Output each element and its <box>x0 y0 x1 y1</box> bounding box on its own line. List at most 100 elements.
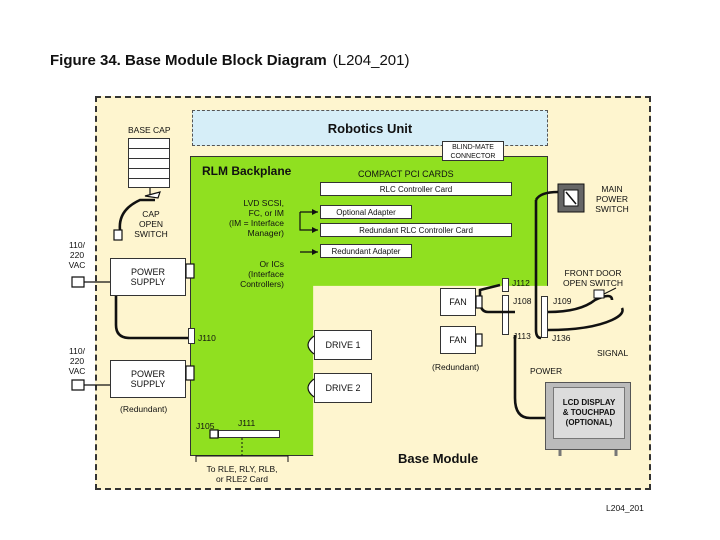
lcd-line-1: LCD DISPLAY <box>562 398 616 407</box>
power-label: POWER <box>530 366 563 376</box>
compact-pci-title: COMPACT PCI CARDS <box>358 169 454 179</box>
front-door-switch-icon <box>593 287 617 299</box>
mps-line-1: MAIN <box>601 184 623 194</box>
connector-j112 <box>502 278 509 292</box>
vac-label-1: 110/ 220 VAC <box>64 240 90 270</box>
front-door-switch-label: FRONT DOOR OPEN SWITCH <box>555 268 631 288</box>
j113-label: J113 <box>513 331 531 341</box>
front-door-cable <box>547 294 614 314</box>
drive-1-label: DRIVE 1 <box>325 340 361 350</box>
main-power-switch-icon <box>557 183 585 213</box>
fan-2-label: FAN <box>449 335 467 345</box>
backplane-title: RLM Backplane <box>202 164 292 178</box>
to-cards-line-1: To RLE, RLY, RLB, <box>206 464 278 474</box>
rlc-controller-card: RLC Controller Card <box>320 182 512 196</box>
or-ics-label: Or ICs (Interface Controllers) <box>214 259 284 289</box>
j136-label: J136 <box>552 333 571 343</box>
lvd-line-3: (IM = Interface <box>228 218 284 228</box>
signal-cable <box>547 307 624 332</box>
signal-label: SIGNAL <box>597 348 629 358</box>
fan-1-cable <box>478 283 515 314</box>
vac2-line-3: VAC <box>68 366 86 376</box>
redundant-fan-label: (Redundant) <box>432 362 480 372</box>
j110-label: J110 <box>198 333 216 343</box>
power-to-lcd-cable <box>513 335 545 420</box>
figure-code: (L204_201) <box>332 52 410 69</box>
j108-label: J108 <box>513 296 532 306</box>
rlc-controller-card-label: RLC Controller Card <box>379 184 453 194</box>
redundant-ps-label: (Redundant) <box>120 404 168 414</box>
plug-2-icon <box>71 379 85 391</box>
blind-mate-connector: BLIND-MATE CONNECTOR <box>442 141 504 161</box>
cap-switch-icon <box>144 191 161 199</box>
base-cap-grid <box>128 138 170 188</box>
connector-j110 <box>188 328 195 344</box>
redundant-adapter-label: Redundant Adapter <box>331 246 401 256</box>
vac-label-2: 110/ 220 VAC <box>64 346 90 376</box>
cap-switch-line-3: SWITCH <box>134 229 168 239</box>
redundant-rlc-label: Redundant RLC Controller Card <box>359 225 473 235</box>
mps-line-3: SWITCH <box>595 204 629 214</box>
redundant-rlc-controller-card: Redundant RLC Controller Card <box>320 223 512 237</box>
vac2-line-1: 110/ <box>69 346 85 356</box>
optional-adapter-label: Optional Adapter <box>336 207 396 217</box>
ps1-line-2: SUPPLY <box>130 277 166 287</box>
main-power-switch-label: MAIN POWER SWITCH <box>590 184 634 214</box>
main-switch-cable <box>534 200 542 340</box>
to-cards-bracket <box>195 455 289 462</box>
figure-title-text: Figure 34. Base Module Block Diagram <box>50 52 327 69</box>
ps2-line-2: SUPPLY <box>130 379 166 389</box>
robotics-unit: Robotics Unit <box>192 110 548 146</box>
drive-2-label: DRIVE 2 <box>325 383 361 393</box>
cap-switch-line-2: OPEN <box>138 219 164 229</box>
figure-title: Figure 34. Base Module Block Diagram (L20… <box>50 52 409 69</box>
drive-1: DRIVE 1 <box>314 330 372 360</box>
power-supply-1-cable <box>114 296 188 340</box>
arrow-redundant-rlc <box>299 212 318 233</box>
ps1-line-1: POWER <box>130 267 165 277</box>
footer-code: L204_201 <box>606 503 644 513</box>
blind-mate-line-2: CONNECTOR <box>450 153 496 160</box>
vac1-line-2: 220 <box>69 250 85 260</box>
j112-label: J112 <box>512 278 530 288</box>
vac2-line-2: 220 <box>69 356 85 366</box>
j105-label: J105 <box>196 421 215 431</box>
ps2-line-1: POWER <box>130 369 165 379</box>
fan-1-label: FAN <box>449 297 467 307</box>
fds-line-2: OPEN SWITCH <box>563 278 623 288</box>
fds-line-1: FRONT DOOR <box>564 268 622 278</box>
plug-1-icon <box>71 276 85 288</box>
lvd-line-2: FC, or IM <box>248 208 284 218</box>
to-cards-line-2: or RLE2 Card <box>216 474 268 484</box>
robotics-unit-label: Robotics Unit <box>327 120 413 136</box>
connector-j108 <box>502 295 509 335</box>
optional-adapter-card: Optional Adapter <box>320 205 412 219</box>
connector-j109 <box>541 296 548 338</box>
cap-switch-cable <box>118 198 155 231</box>
base-cap-label: BASE CAP <box>128 125 171 135</box>
blind-mate-line-1: BLIND-MATE <box>452 144 494 151</box>
main-switch-top <box>534 190 559 201</box>
redundant-adapter-card: Redundant Adapter <box>320 244 412 258</box>
cap-switch-line-1: CAP <box>142 209 160 219</box>
or-ics-line-3: Controllers) <box>240 279 284 289</box>
or-ics-line-1: Or ICs <box>259 259 284 269</box>
base-module-label: Base Module <box>398 451 479 466</box>
lcd-line-2: & TOUCHPAD <box>562 408 616 417</box>
to-cards-label: To RLE, RLY, RLB, or RLE2 Card <box>196 464 288 484</box>
lvd-line-1: LVD SCSI, <box>243 198 284 208</box>
j111-label: J111 <box>238 418 256 428</box>
lcd-display: LCD DISPLAY& TOUCHPAD(OPTIONAL) <box>553 387 625 439</box>
j109-label: J109 <box>553 296 572 306</box>
fan-2: FAN <box>440 326 476 354</box>
vac1-line-1: 110/ <box>69 240 85 250</box>
fan-1: FAN <box>440 288 476 316</box>
vac1-line-3: VAC <box>68 260 86 270</box>
mps-line-2: POWER <box>595 194 629 204</box>
cap-open-switch-label: CAP OPEN SWITCH <box>128 209 174 239</box>
cap-switch-connector <box>113 229 123 241</box>
lcd-line-3: (OPTIONAL) <box>565 418 613 427</box>
